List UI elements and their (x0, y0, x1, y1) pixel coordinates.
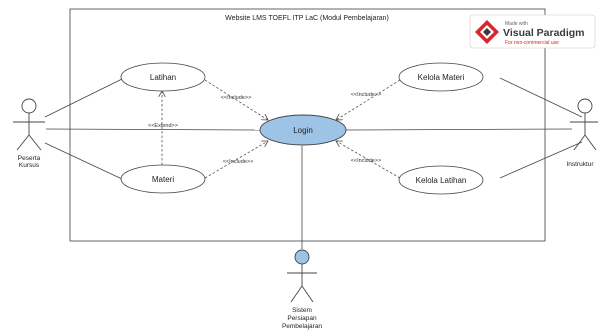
actor-instruktur-head-icon (577, 98, 593, 114)
assoc-peserta-login (45, 128, 261, 131)
associations (44, 77, 583, 249)
watermark-noncommercial: For non-commercial use (505, 40, 559, 46)
watermark-brand: Visual Paradigm (503, 27, 585, 39)
actor-sistem-head-icon (294, 249, 310, 265)
assoc-instruktur-kelola-latihan (499, 141, 583, 179)
use-case-materi-label: Materi (152, 175, 174, 184)
actor-instruktur[interactable] (570, 98, 598, 151)
include-label-kelola-latihan: <<Include>> (351, 158, 382, 164)
use-case-login[interactable]: Login (259, 114, 347, 146)
actor-peserta-label-1: Peserta (18, 155, 41, 162)
use-case-kelola-materi-label: Kelola Materi (418, 73, 465, 82)
actor-peserta-kursus[interactable] (13, 98, 45, 151)
use-case-latihan[interactable]: Latihan (120, 62, 206, 92)
include-materi-login (204, 141, 268, 179)
visual-paradigm-logo-icon (475, 20, 499, 44)
include-label-latihan: <<Include>> (221, 95, 252, 101)
assoc-instruktur-login (345, 128, 573, 131)
actor-peserta-head-icon (21, 98, 37, 114)
assoc-peserta-materi (44, 142, 123, 180)
assoc-peserta-latihan (44, 78, 123, 118)
watermark-made-with: Made with (505, 21, 528, 27)
actor-sistem-label-2: Persiapan (287, 315, 317, 322)
use-case-login-label: Login (293, 126, 313, 135)
include-kelola-latihan-login (336, 141, 401, 179)
include-latihan-login (204, 79, 268, 120)
actor-sistem[interactable] (287, 249, 317, 303)
assoc-instruktur-kelola-materi (499, 77, 583, 118)
include-kelola-materi-login (336, 79, 401, 120)
extend-label: <<Extend>> (148, 123, 178, 129)
system-title: Website LMS TOEFL ITP LaC (Modul Pembela… (225, 15, 389, 22)
use-case-kelola-materi[interactable]: Kelola Materi (398, 62, 484, 92)
actor-instruktur-label: Instruktur (566, 161, 594, 168)
include-label-kelola-materi: <<Include>> (351, 92, 382, 98)
actor-sistem-label-3: Pembelajaran (282, 323, 322, 330)
use-case-kelola-latihan-label: Kelola Latihan (416, 176, 467, 185)
use-case-latihan-label: Latihan (150, 73, 176, 82)
actor-peserta-label-2: Kursus (19, 162, 40, 169)
dependencies (162, 79, 401, 179)
actor-sistem-label-1: Sistem (292, 307, 312, 314)
use-case-kelola-latihan[interactable]: Kelola Latihan (398, 165, 484, 195)
include-label-materi: <<Include>> (223, 159, 254, 165)
use-case-materi[interactable]: Materi (120, 164, 206, 194)
visual-paradigm-watermark: Made with Visual Paradigm For non-commer… (469, 14, 596, 49)
